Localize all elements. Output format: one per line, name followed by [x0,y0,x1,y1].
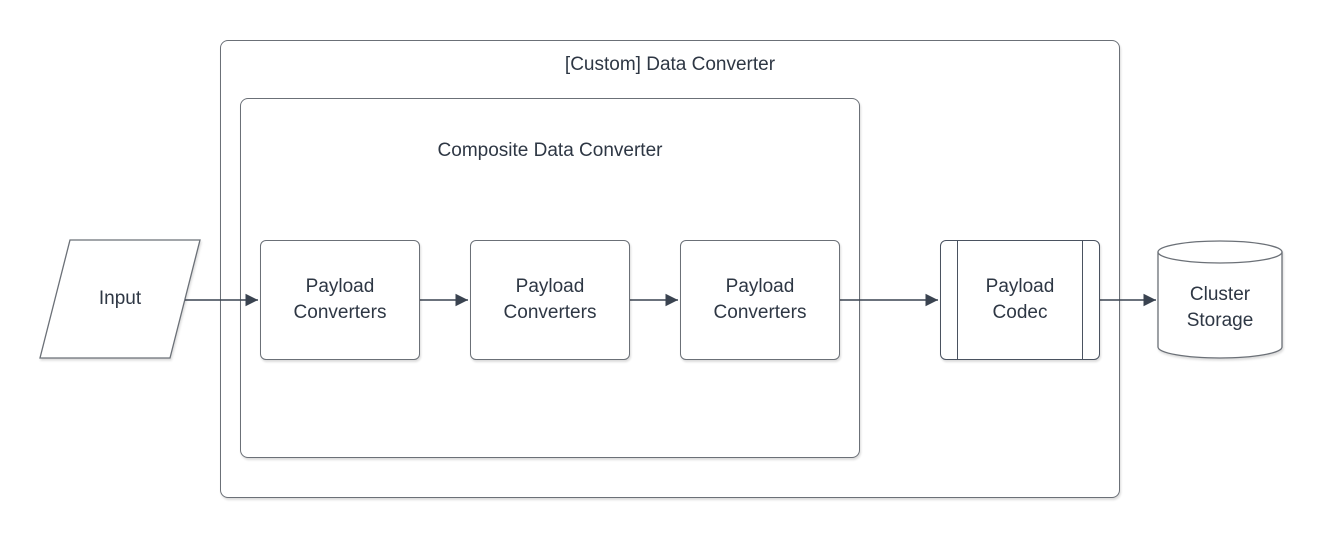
codec-left-bar [957,241,958,359]
cluster-storage-cylinder-lid [1157,251,1283,264]
payload-codec-label: Payload Codec [985,276,1055,323]
payload-converters-label-2: Payload Converters [503,276,597,323]
payload-converters-node-1: Payload Converters [260,240,420,360]
payload-converters-node-3: Payload Converters [680,240,840,360]
payload-converters-node-2: Payload Converters [470,240,630,360]
cluster-storage-node-label: Cluster Storage [1158,282,1282,334]
custom-data-converter-title: [Custom] Data Converter [564,54,776,75]
payload-converters-label-3: Payload Converters [713,276,807,323]
payload-converters-label-1: Payload Converters [293,276,387,323]
payload-codec-node: Payload Codec [940,240,1100,360]
input-node-label: Input [98,288,142,309]
codec-right-bar [1082,241,1083,359]
cluster-storage-label-text: Cluster Storage [1186,284,1254,331]
composite-data-converter-title: Composite Data Converter [437,140,663,161]
